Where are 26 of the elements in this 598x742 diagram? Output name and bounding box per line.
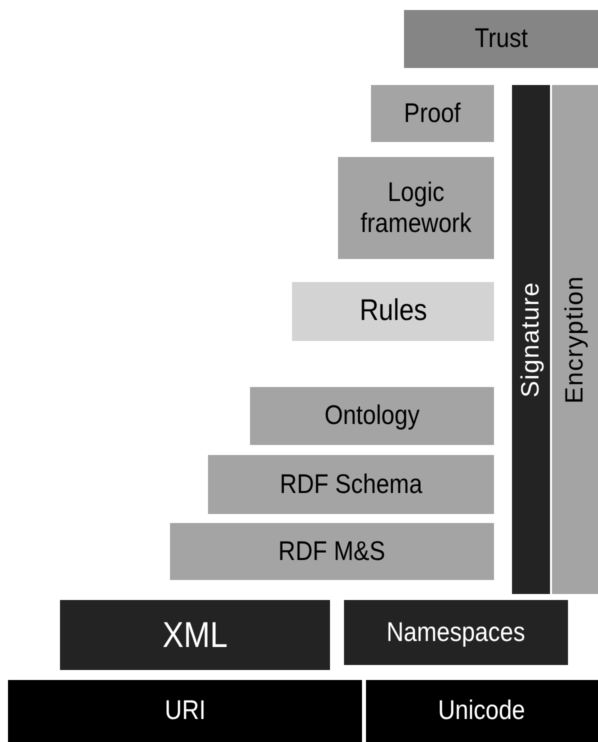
layer-label: Proof <box>404 98 461 130</box>
layer-box <box>371 85 494 142</box>
layer-box <box>60 600 330 670</box>
layer-label: Rules <box>359 294 427 329</box>
vertical-layer-bar <box>512 85 550 594</box>
layer-label: RDF Schema <box>280 468 422 500</box>
layer-box <box>292 282 494 341</box>
layer-label: Ontology <box>324 400 420 432</box>
layer-label: RDF M&S <box>278 536 386 568</box>
layer-box <box>170 523 494 580</box>
layer-label: Signature <box>516 281 546 398</box>
layer-box <box>344 600 568 665</box>
layer-label: Encryption <box>560 275 590 404</box>
layer-label: XML <box>162 614 228 656</box>
layer-label: Logic framework <box>360 176 472 240</box>
layer-box <box>208 455 494 514</box>
vertical-layer-bar <box>552 85 598 594</box>
layer-box <box>8 680 362 742</box>
layer-box <box>250 387 494 445</box>
layer-box <box>338 157 494 259</box>
layer-box <box>366 680 598 742</box>
layer-box <box>404 10 598 68</box>
layer-label: URI <box>164 695 206 727</box>
layer-label: Trust <box>474 23 528 55</box>
layer-label: Unicode <box>438 695 526 727</box>
layer-label: Namespaces <box>386 616 526 648</box>
